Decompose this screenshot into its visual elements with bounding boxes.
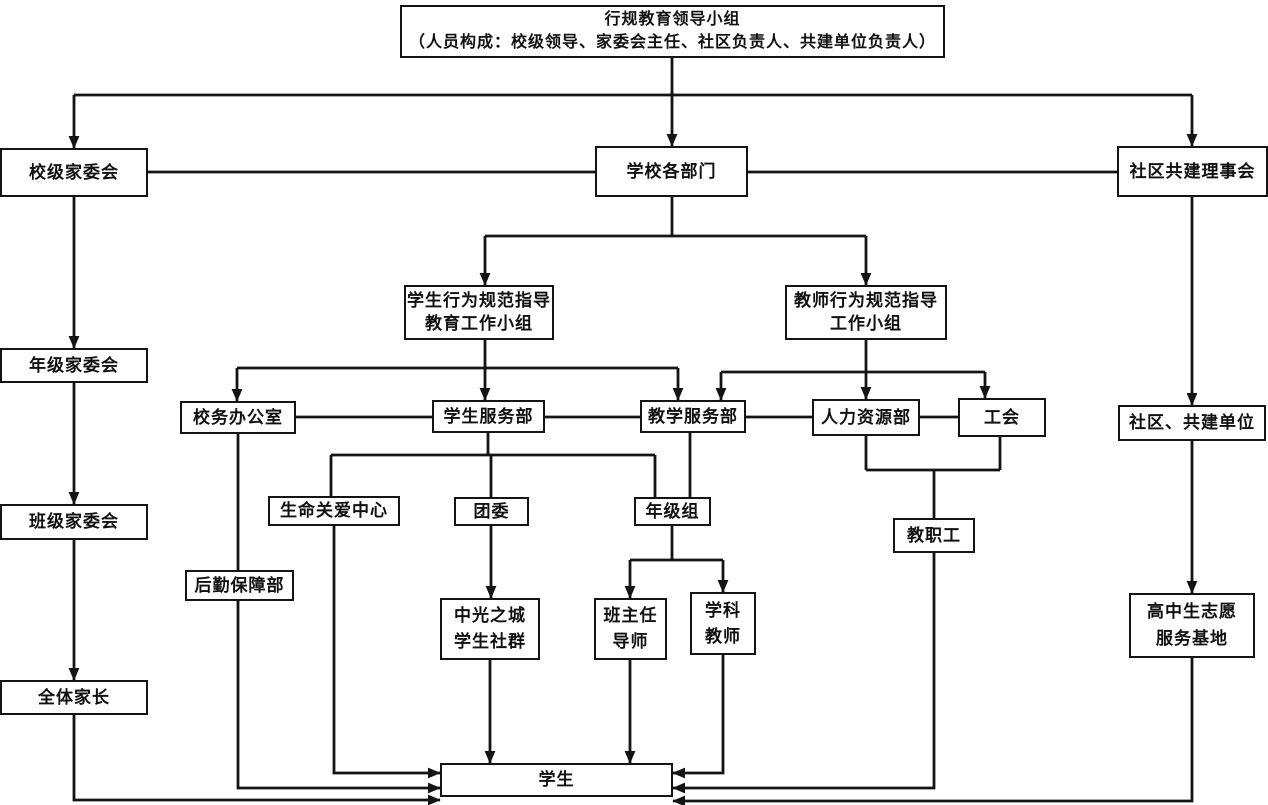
node-label: 导师 — [612, 632, 649, 652]
node-school-departments: 学校各部门 — [595, 146, 748, 197]
node-label: 团委 — [473, 501, 510, 521]
node-community-units: 社区、共建单位 — [1118, 405, 1266, 441]
node-label: 学生服务部 — [443, 406, 534, 426]
node-label: 行规教育领导小组 — [604, 11, 741, 29]
edge-subject-teachers-to-students — [672, 655, 725, 779]
edge-logistics-to-students — [236, 601, 441, 794]
node-label: （人员构成：校级领导、家委会主任、社区负责人、共建单位负责人） — [408, 33, 936, 51]
node-subject-teachers: 学科教师 — [690, 592, 756, 655]
node-student-behavior-group: 学生行为规范指导教育工作小组 — [404, 285, 554, 340]
node-leading-group: 行规教育领导小组 （人员构成：校级领导、家委会主任、社区负责人、共建单位负责人） — [400, 5, 945, 58]
edge-faculty-to-students — [672, 553, 936, 794]
node-label: 年级家委会 — [29, 355, 119, 375]
node-all-parents: 全体家长 — [0, 680, 148, 715]
node-label: 中光之城 — [454, 606, 526, 626]
node-label: 教师行为规范指导 — [794, 290, 938, 310]
node-faculty-staff: 教职工 — [893, 518, 975, 553]
node-volunteer-service-base: 高中生志愿服务基地 — [1129, 593, 1255, 658]
node-youth-league: 团委 — [454, 497, 529, 526]
node-zhongguang-student-community: 中光之城学生社群 — [440, 598, 540, 660]
node-label: 教师 — [705, 626, 741, 646]
node-label: 班主任 — [603, 606, 658, 626]
node-label: 生命关爱中心 — [280, 501, 388, 521]
node-label: 社区共建理事会 — [1129, 161, 1256, 181]
node-label: 工作小组 — [830, 314, 902, 334]
node-label: 年级组 — [645, 501, 700, 521]
node-school-family-committee: 校级家委会 — [0, 148, 148, 197]
node-hr-dept: 人力资源部 — [812, 399, 920, 436]
edge-base-to-students — [672, 658, 1194, 805]
node-label: 社区、共建单位 — [1129, 413, 1255, 433]
node-label: 服务基地 — [1156, 629, 1228, 649]
node-label: 校级家委会 — [29, 162, 119, 182]
node-label: 人力资源部 — [821, 407, 911, 427]
node-label: 高中生志愿 — [1147, 602, 1237, 622]
node-label: 学生社群 — [454, 632, 526, 652]
node-teacher-behavior-group: 教师行为规范指导工作小组 — [785, 285, 947, 340]
node-label: 学生 — [538, 770, 575, 790]
node-teaching-service-dept: 教学服务部 — [640, 400, 746, 433]
node-label: 教职工 — [907, 525, 961, 545]
node-logistics-dept: 后勤保障部 — [185, 570, 294, 601]
node-community-council: 社区共建理事会 — [1117, 146, 1268, 197]
node-label: 工会 — [984, 407, 1020, 427]
node-label: 班级家委会 — [29, 512, 119, 532]
edge-life-care-to-students — [332, 526, 441, 779]
node-students: 学生 — [440, 763, 673, 797]
node-label: 校务办公室 — [193, 407, 283, 427]
node-label: 学校各部门 — [626, 161, 717, 181]
node-label: 教育工作小组 — [425, 314, 533, 334]
node-label: 后勤保障部 — [194, 575, 285, 595]
node-label: 学科 — [705, 600, 741, 620]
node-student-service-dept: 学生服务部 — [432, 400, 545, 433]
node-class-family-committee: 班级家委会 — [0, 504, 148, 540]
node-grade-family-committee: 年级家委会 — [0, 348, 148, 383]
node-school-affairs-office: 校务办公室 — [180, 401, 296, 434]
edge-parents-to-students — [72, 715, 441, 805]
node-label: 全体家长 — [38, 687, 110, 707]
node-label: 教学服务部 — [648, 406, 738, 426]
node-life-care-center: 生命关爱中心 — [268, 496, 400, 526]
node-head-teacher-mentor: 班主任导师 — [594, 598, 667, 660]
node-labor-union: 工会 — [958, 398, 1046, 437]
node-grade-group: 年级组 — [634, 497, 711, 526]
node-label: 学生行为规范指导 — [407, 290, 551, 310]
